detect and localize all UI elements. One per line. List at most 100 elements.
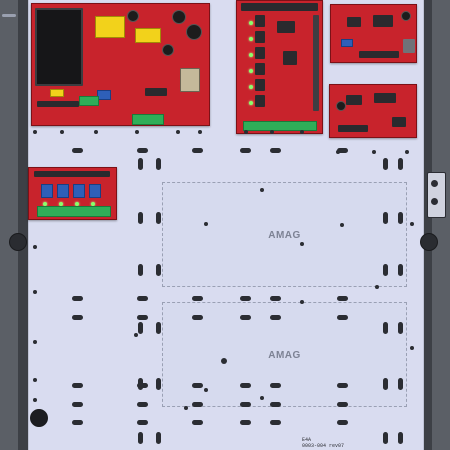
ic-chip-2 (283, 51, 297, 65)
mounting-slot (383, 212, 388, 224)
capacitor-4 (162, 44, 174, 56)
status-led (249, 69, 253, 73)
capacitor (127, 10, 139, 22)
relay-1 (255, 15, 265, 27)
mounting-slot (240, 402, 251, 407)
ground-stud (221, 358, 227, 364)
mounting-slot (72, 420, 83, 425)
mounting-slot (270, 420, 281, 425)
terminal-block (132, 114, 164, 125)
mounting-slot (192, 148, 203, 153)
controller-board (329, 84, 417, 138)
mounting-hole (204, 388, 208, 392)
mounting-slot (137, 148, 148, 153)
mounting-slot (398, 264, 403, 276)
fuse (50, 89, 64, 97)
mounting-slot (398, 432, 403, 444)
mounting-hole (405, 150, 409, 154)
mounting-zone-lower-label: AMAG (268, 350, 301, 361)
ic-chip (277, 21, 295, 33)
status-led (249, 37, 253, 41)
relay-2 (255, 31, 265, 43)
mounting-hole (135, 130, 139, 134)
heatsink (180, 68, 200, 92)
inductor-2 (135, 28, 161, 43)
status-led (75, 202, 79, 206)
mounting-slot (192, 383, 203, 388)
ic-chip (346, 95, 362, 105)
mounting-hole (244, 130, 248, 134)
bottom-left-knob (30, 409, 48, 427)
inductor (95, 16, 125, 38)
mounting-hole (33, 398, 37, 402)
mounting-slot (383, 264, 388, 276)
mounting-slot (337, 296, 348, 301)
ic-chip-2 (373, 15, 393, 27)
black-connector (392, 117, 406, 127)
power-supply-board (31, 3, 210, 126)
right-lock-bracket (427, 172, 446, 218)
mounting-slot (240, 296, 251, 301)
part-marking-line1: E4A (302, 437, 312, 443)
part-marking: E4A 0003-004 rev07 (302, 437, 344, 449)
mounting-slot (192, 296, 203, 301)
capacitor (336, 101, 346, 111)
terminal-strip (338, 125, 368, 132)
relay-board (236, 0, 323, 134)
mounting-slot (192, 315, 203, 320)
mounting-slot (240, 315, 251, 320)
mounting-slot (156, 212, 161, 224)
mounting-slot (156, 378, 161, 390)
mounting-slot (72, 402, 83, 407)
mounting-slot (337, 402, 348, 407)
terminal-strip (359, 51, 399, 58)
status-led (249, 53, 253, 57)
mounting-hole (94, 130, 98, 134)
right-mount-knob (420, 233, 438, 251)
mounting-hole (410, 346, 414, 350)
relay-4 (255, 63, 265, 75)
mounting-hole (33, 130, 37, 134)
mounting-zone-upper-label: AMAG (268, 230, 301, 241)
mounting-hole (33, 378, 37, 382)
status-led (249, 85, 253, 89)
mounting-slot (337, 420, 348, 425)
header-strip (241, 3, 318, 11)
mounting-slot (156, 158, 161, 170)
mounting-hole (300, 130, 304, 134)
connector-strip (37, 101, 79, 107)
mounting-slot (137, 402, 148, 407)
mounting-slot (270, 296, 281, 301)
mounting-slot (156, 322, 161, 334)
mounting-slot (398, 158, 403, 170)
mounting-slot (383, 432, 388, 444)
relay-3 (255, 47, 265, 59)
mounting-slot (72, 296, 83, 301)
terminal-block (243, 121, 317, 131)
mounting-slot (240, 148, 251, 153)
mounting-slot (270, 148, 281, 153)
mounting-slot (383, 322, 388, 334)
mounting-slot (398, 378, 403, 390)
mounting-slot (192, 402, 203, 407)
ic-chip (347, 17, 361, 27)
jumper-block (341, 39, 353, 47)
mounting-slot (138, 212, 143, 224)
mounting-slot (383, 378, 388, 390)
switch-2 (57, 184, 69, 198)
mounting-slot (270, 402, 281, 407)
mounting-slot (138, 432, 143, 444)
status-led (59, 202, 63, 206)
mounting-slot (138, 322, 143, 334)
mounting-slot (72, 148, 83, 153)
mounting-slot (337, 383, 348, 388)
mounting-slot (72, 383, 83, 388)
mounting-hole (336, 150, 340, 154)
mounting-slot (398, 212, 403, 224)
capacitor-3 (186, 24, 202, 40)
mounting-slot (137, 296, 148, 301)
mounting-hole (33, 340, 37, 344)
status-led (43, 202, 47, 206)
status-led (91, 202, 95, 206)
ic-chip (145, 88, 167, 96)
